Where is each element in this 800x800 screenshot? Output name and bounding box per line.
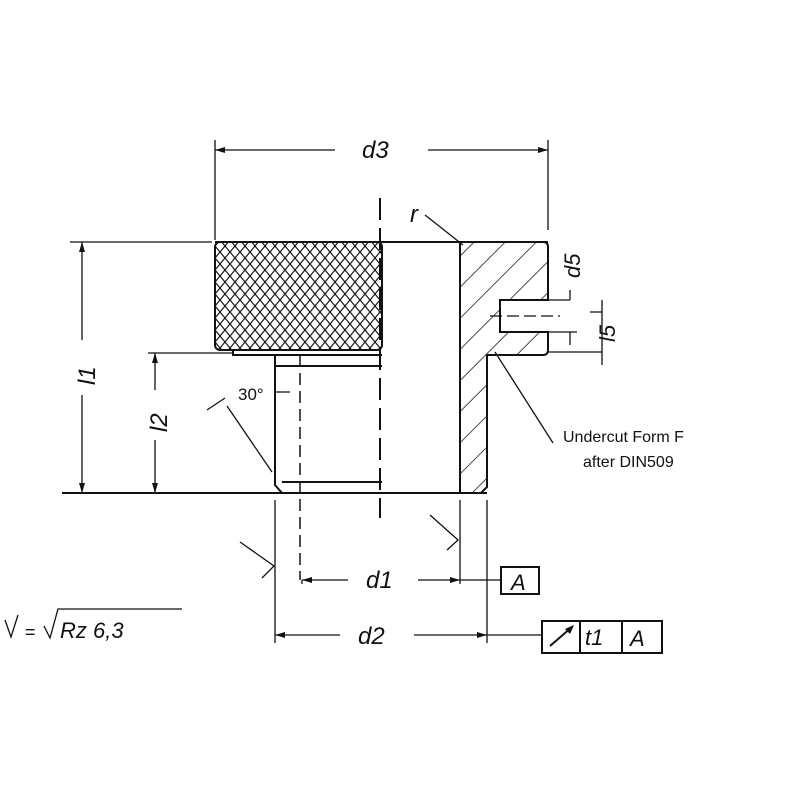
knurled-section xyxy=(214,241,383,351)
undercut-note-line2: after DIN509 xyxy=(583,454,674,471)
d1-dimension xyxy=(302,577,500,583)
datum-box xyxy=(500,566,540,595)
d5-l5-dimensions xyxy=(532,290,603,365)
l1-label: l1 xyxy=(74,366,101,385)
undercut-note-line1: Undercut Form F xyxy=(563,429,684,446)
tolerance-value: t1 xyxy=(585,625,603,650)
formula-equals: = xyxy=(25,622,36,642)
d3-label: d3 xyxy=(362,137,389,164)
l5-label: l5 xyxy=(595,324,620,342)
l1-dimension xyxy=(70,241,212,493)
r-label: r xyxy=(410,201,419,228)
d3-dimension xyxy=(214,140,549,240)
d2-label: d2 xyxy=(358,623,385,650)
d5-label: d5 xyxy=(560,253,585,278)
d2-dimension xyxy=(275,632,541,638)
l2-label: l2 xyxy=(146,413,173,432)
surface-finish-formula: = Rz 6,3 xyxy=(4,608,182,643)
tolerance-frame xyxy=(541,620,663,654)
datum-label: A xyxy=(509,570,526,595)
l2-dimension xyxy=(148,352,233,493)
shaft xyxy=(274,355,382,580)
angle-label: 30° xyxy=(238,385,264,404)
d1-label: d1 xyxy=(366,567,393,594)
hatched-section xyxy=(459,241,549,494)
tolerance-datum: A xyxy=(628,626,645,651)
formula-spec: Rz 6,3 xyxy=(60,618,124,643)
